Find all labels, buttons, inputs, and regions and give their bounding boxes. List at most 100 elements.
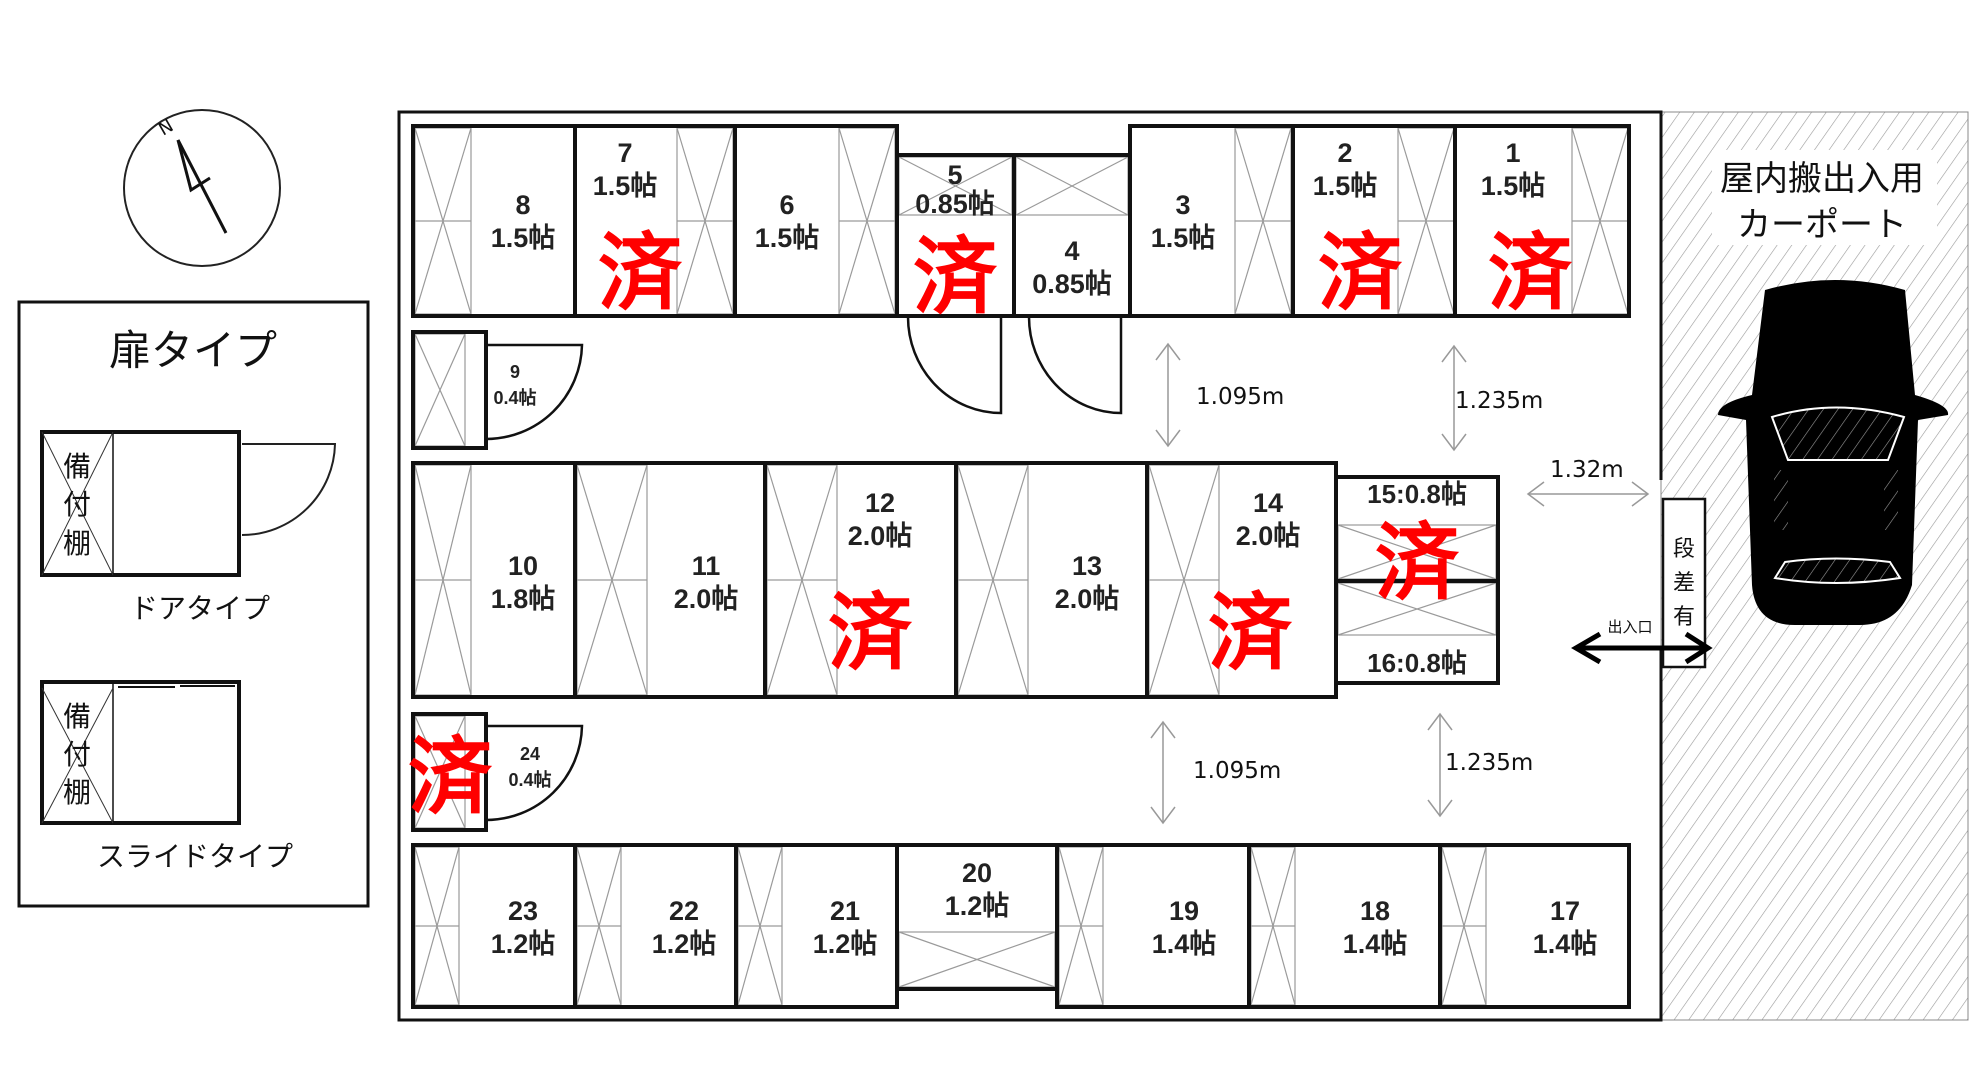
step-label: 段 [1673,537,1695,562]
unit-floor [897,155,1014,316]
storage-unit-7[interactable]: 71.5帖 [573,124,737,318]
dim-upper-right: 1.235m [1455,388,1543,414]
dim-lower-right: 1.235m [1445,750,1533,776]
storage-unit-4[interactable]: 40.85帖 [1012,153,1132,318]
north-label: N [155,115,177,140]
unit-size: 0.4帖 [508,769,551,790]
storage-unit-8[interactable]: 81.5帖 [411,124,577,318]
unit-size: 1.2帖 [945,891,1010,921]
sold-mark: 済 [913,228,998,326]
unit-number: 23 [508,896,538,926]
storage-unit-6[interactable]: 61.5帖 [733,124,899,318]
shelf-cross [1337,582,1497,636]
unit-label: 15:0.8帖 [1367,479,1467,509]
unit-size: 0.4帖 [493,387,536,408]
unit-number: 20 [962,858,992,888]
storage-unit-10[interactable]: 101.8帖 [411,461,577,699]
unit-floor [1014,155,1130,316]
shelf-label: 備 [63,450,91,483]
sold-mark: 済 [1208,584,1293,682]
unit-size: 2.0帖 [848,521,913,551]
shelf-cross [1337,524,1497,580]
storage-unit-12[interactable]: 122.0帖 [763,461,958,699]
unit-wall [411,712,488,832]
building-outline [397,110,1663,1022]
storage-unit-24[interactable]: 240.4帖 [411,712,552,832]
unit-floor [897,845,1057,989]
storage-units: 11.5帖21.5帖31.5帖40.85帖50.85帖61.5帖71.5帖81.… [408,124,1631,1009]
door-type-legend: 扉タイプ 備 付 棚 ドアタイプ 備 付 棚 スライドタイプ [17,300,370,908]
shelf-label: 付 [63,488,91,521]
unit-number: 2 [1337,138,1352,168]
unit-number: 22 [669,896,699,926]
storage-unit-23[interactable]: 231.2帖 [411,843,577,1009]
unit-number: 12 [865,488,895,518]
unit-size: 1.5帖 [593,171,658,201]
storage-unit-18[interactable]: 181.4帖 [1247,843,1442,1009]
storage-unit-9[interactable]: 90.4帖 [411,330,537,450]
arrow-head [1631,481,1650,507]
unit-number: 8 [515,190,530,220]
door-type-label: ドアタイプ [130,592,270,625]
entrance-arrow-icon: 出入口 [1571,618,1713,665]
unit-floor [1336,477,1498,581]
door-swing-icon [485,316,1123,822]
unit-label: 16:0.8帖 [1367,648,1467,678]
arrow-head [1150,806,1176,825]
dim-lower-left: 1.095m [1193,758,1281,784]
legend-title: 扉タイプ [109,326,277,375]
unit-number: 11 [692,551,721,581]
unit-number: 3 [1175,190,1190,220]
unit-floor [413,332,486,448]
sold-mark: 済 [598,224,683,322]
unit-number: 1 [1505,138,1520,168]
carport-label: カーポート [1737,205,1907,245]
unit-size: 1.4帖 [1533,929,1598,959]
sold-mark: 済 [1488,224,1573,322]
unit-number: 13 [1072,551,1102,581]
unit-number: 17 [1550,896,1580,926]
shelf-label: 棚 [63,527,91,560]
unit-number: 4 [1064,236,1079,266]
compass-icon: N [123,109,281,267]
unit-number: 10 [508,551,538,581]
storage-unit-5[interactable]: 50.85帖 [895,153,1016,318]
storage-unit-11[interactable]: 112.0帖 [573,461,767,699]
storage-unit-16[interactable]: 16:0.8帖 [1334,579,1500,685]
storage-unit-19[interactable]: 191.4帖 [1055,843,1251,1009]
unit-number: 6 [779,190,794,220]
unit-wall [411,330,488,450]
step-label: 差 [1673,571,1695,596]
door-type-sample: 備 付 棚 ドアタイプ [40,430,337,625]
sold-mark: 済 [1375,514,1460,612]
shelf-cross [898,156,1013,216]
unit-number: 14 [1253,488,1283,518]
unit-size: 1.4帖 [1152,929,1217,959]
unit-size: 1.2帖 [491,929,556,959]
unit-size: 1.8帖 [491,584,556,614]
shelf-cross [414,333,466,447]
unit-number: 19 [1169,896,1199,926]
sold-mark: 済 [1318,224,1403,322]
unit-number: 7 [617,138,632,168]
storage-unit-17[interactable]: 171.4帖 [1438,843,1631,1009]
storage-unit-3[interactable]: 31.5帖 [1128,124,1295,318]
shelf-label: 棚 [63,776,91,809]
storage-unit-21[interactable]: 211.2帖 [734,843,899,1009]
storage-unit-14[interactable]: 142.0帖 [1145,461,1338,699]
storage-unit-1[interactable]: 11.5帖 [1453,124,1631,318]
storage-unit-20[interactable]: 201.2帖 [895,843,1059,991]
storage-unit-22[interactable]: 221.2帖 [573,843,738,1009]
unit-wall [411,843,577,1009]
dimension-lines [1150,342,1650,825]
unit-size: 1.5帖 [1481,171,1546,201]
unit-wall [1334,579,1500,685]
dim-upper-left: 1.095m [1196,384,1284,410]
arrow-head [1427,712,1453,731]
shelf-cross [414,715,466,829]
car-icon [1718,280,1949,625]
sold-mark: 済 [828,584,913,682]
storage-unit-13[interactable]: 132.0帖 [954,461,1149,699]
unit-size: 1.5帖 [1313,171,1378,201]
